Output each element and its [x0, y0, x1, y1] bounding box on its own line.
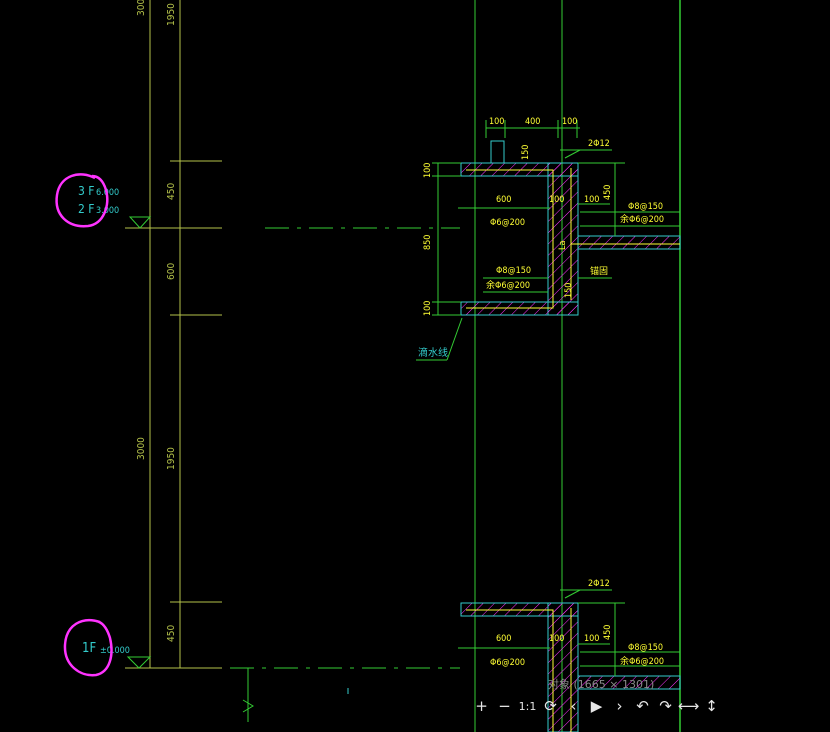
redo-icon[interactable]: ↷ [659, 697, 672, 715]
anchor-label: 锚固 [590, 265, 608, 277]
dim-100-bottom: 100 [423, 301, 433, 316]
dim-100-mid-lower: 100 [549, 634, 564, 644]
dim-850: 850 [423, 235, 433, 250]
zoom-out-button[interactable]: − [498, 697, 511, 715]
fit-width-icon[interactable]: ⟷ [677, 697, 700, 715]
floor-2f-elevation: 3.000 [96, 206, 119, 216]
annotation-circle-upper [55, 173, 109, 228]
dim-450-b: 450 [166, 625, 177, 642]
dim-3000-mid: 3000 [136, 437, 147, 460]
stirrup-right2-lower: 余Φ6@200 [620, 655, 664, 667]
previous-icon[interactable]: ‹ [570, 697, 577, 715]
dim-100-a: 100 [489, 117, 504, 127]
rotate-icon[interactable]: ⟳ [544, 697, 557, 715]
dim-3000-top: 3000 [136, 0, 147, 16]
floor-3f-label: 3 F [78, 184, 95, 198]
image-size-info: 对象 (1665 × 1301) [548, 678, 655, 691]
stirrup-left-upper: Φ8@150 [496, 266, 531, 276]
rebar-2d12-upper: 2Φ12 [588, 139, 610, 149]
dim-150: 150 [521, 145, 531, 160]
dim-100-left: 100 [423, 163, 433, 178]
fit-height-icon[interactable]: ↕ [705, 697, 718, 715]
stirrup-left2-upper: 余Φ6@200 [486, 279, 530, 291]
dim-la: La [558, 240, 568, 250]
dist-bar-upper: Φ6@200 [490, 218, 525, 228]
dim-1950-mid: 1950 [166, 447, 177, 470]
dim-400: 400 [525, 117, 540, 127]
next-icon[interactable]: › [616, 697, 623, 715]
rebar-2d12-lower: 2Φ12 [588, 579, 610, 589]
dim-100-b: 100 [562, 117, 577, 127]
undo-icon[interactable]: ↶ [636, 697, 649, 715]
dim-600: 600 [166, 263, 177, 280]
actual-size-button[interactable]: 1:1 [518, 699, 537, 713]
zoom-in-button[interactable]: + [475, 697, 488, 715]
floor-1f-elevation: ±0.000 [100, 646, 130, 656]
stirrup-right2-upper: 余Φ6@200 [620, 213, 664, 225]
dim-450-upper: 450 [603, 185, 613, 200]
dist-bar-lower: Φ6@200 [490, 658, 525, 668]
stirrup-right-lower: Φ8@150 [628, 643, 663, 653]
drip-line-label: 滴水线 [418, 346, 448, 359]
dim-100-right-lower: 100 [584, 634, 599, 644]
dim-100-mid-upper: 100 [549, 195, 564, 205]
floor-1f-label: 1F [82, 641, 96, 656]
annotation-circle-lower [63, 619, 113, 677]
dim-600-lower: 600 [496, 634, 511, 644]
viewer-toolbar: + − 1:1 ⟳ ‹ ▶ › ↶ ↷ ⟷ ↕ [470, 694, 723, 718]
dim-150-b: 150 [564, 283, 574, 298]
floor-2f-label: 2 F [78, 202, 95, 216]
play-icon[interactable]: ▶ [590, 697, 603, 715]
dim-600-upper: 600 [496, 195, 511, 205]
dim-450-a: 450 [166, 183, 177, 200]
dim-450-lower: 450 [603, 625, 613, 640]
dim-1950-top: 1950 [166, 3, 177, 26]
stirrup-right-upper: Φ8@150 [628, 202, 663, 212]
dim-100-right-upper: 100 [584, 195, 599, 205]
